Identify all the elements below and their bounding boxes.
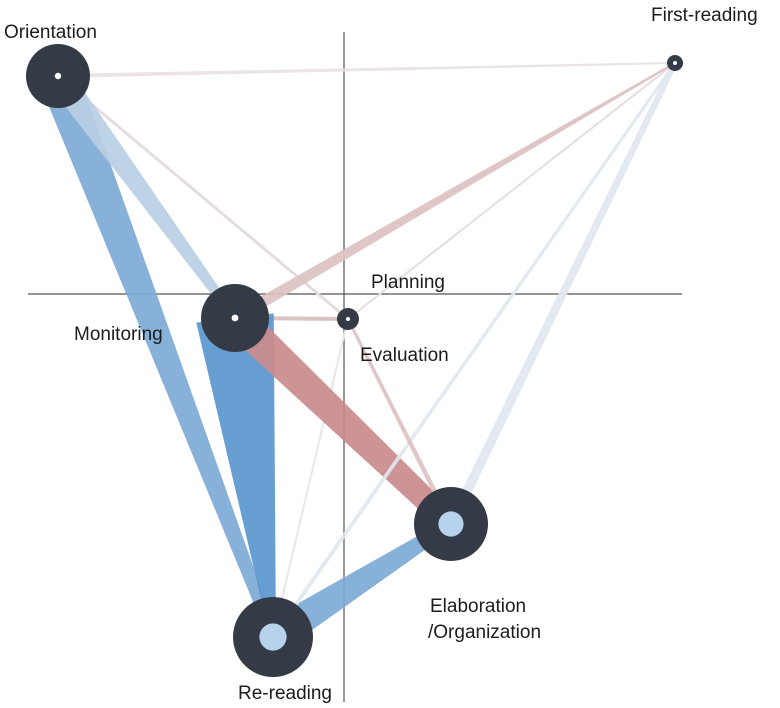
node-center (438, 511, 464, 537)
node-first-reading[interactable] (667, 55, 683, 71)
edges-layer (39, 61, 678, 652)
node-center (231, 314, 239, 322)
faint-edge-evaluation-to-re-reading (272, 318, 349, 638)
edge-orientation-to-re-reading (39, 68, 278, 639)
node-center (259, 623, 287, 651)
edge-monitoring-to-re-reading (196, 313, 276, 638)
node-label-re-reading: Re-reading (238, 683, 332, 704)
edge-orientation-to-monitoring (47, 68, 239, 321)
node-re-reading[interactable] (233, 597, 313, 677)
edge-orientation-to-first-reading (57, 62, 676, 78)
node-center (54, 72, 62, 80)
node-monitoring[interactable] (201, 284, 269, 352)
node-label-planning: Planning (371, 272, 445, 293)
node-label-organization: /Organization (428, 622, 541, 643)
node-label-first-reading: First-reading (651, 5, 758, 26)
edge-elaboration-to-re-reading (263, 518, 455, 652)
node-label-evaluation: Evaluation (360, 345, 449, 366)
node-label-monitoring: Monitoring (74, 324, 163, 345)
edge-first-reading-to-elaboration (446, 61, 678, 527)
node-center (346, 317, 350, 321)
node-evaluation[interactable] (337, 308, 359, 330)
edge-monitoring-to-elaboration (223, 305, 459, 532)
edge-evaluation-to-elaboration (346, 318, 454, 526)
faint-edge-first-reading-to-evaluation (347, 62, 676, 320)
node-label-orientation: Orientation (4, 22, 97, 43)
nodes-layer (26, 44, 683, 677)
node-center (673, 61, 677, 65)
node-orientation[interactable] (26, 44, 90, 108)
edge-first-reading-to-re-reading (271, 62, 677, 639)
node-elaboration[interactable] (414, 487, 488, 561)
node-label-elaboration: Elaboration (430, 596, 526, 617)
edge-monitoring-to-first-reading (231, 62, 676, 324)
